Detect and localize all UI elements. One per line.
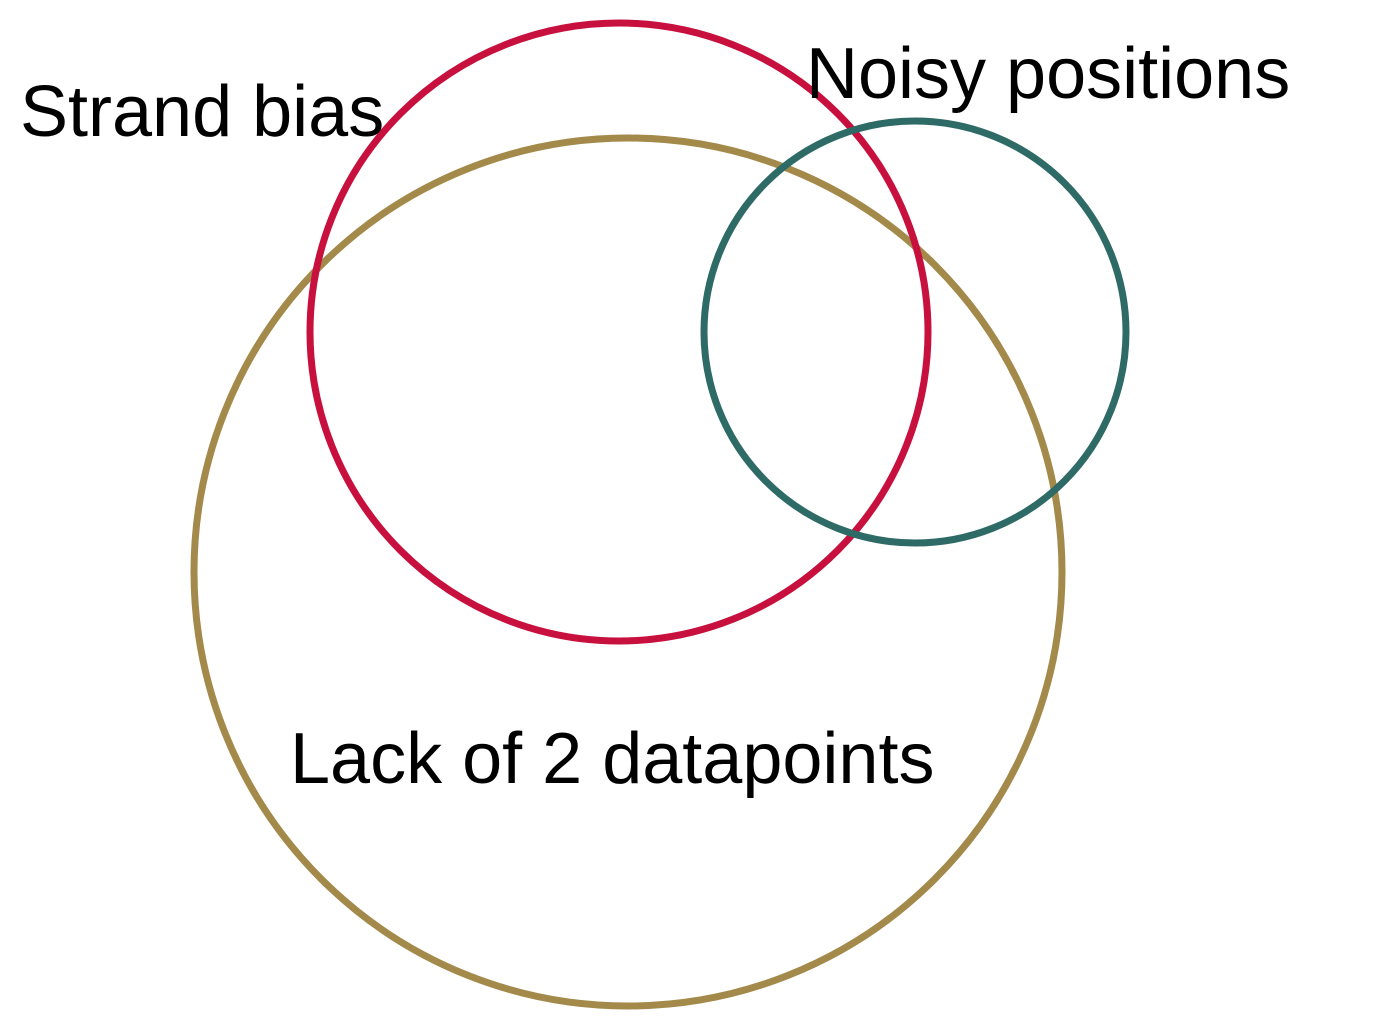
lack-of-2-datapoints-label: Lack of 2 datapoints xyxy=(290,719,934,799)
noisy-positions-label: Noisy positions xyxy=(806,34,1290,114)
strand-bias-label: Strand bias xyxy=(20,72,384,152)
lack-of-2-datapoints-circle xyxy=(190,134,1066,1010)
noisy-positions-circle xyxy=(700,117,1130,547)
strand-bias-circle xyxy=(306,19,932,645)
